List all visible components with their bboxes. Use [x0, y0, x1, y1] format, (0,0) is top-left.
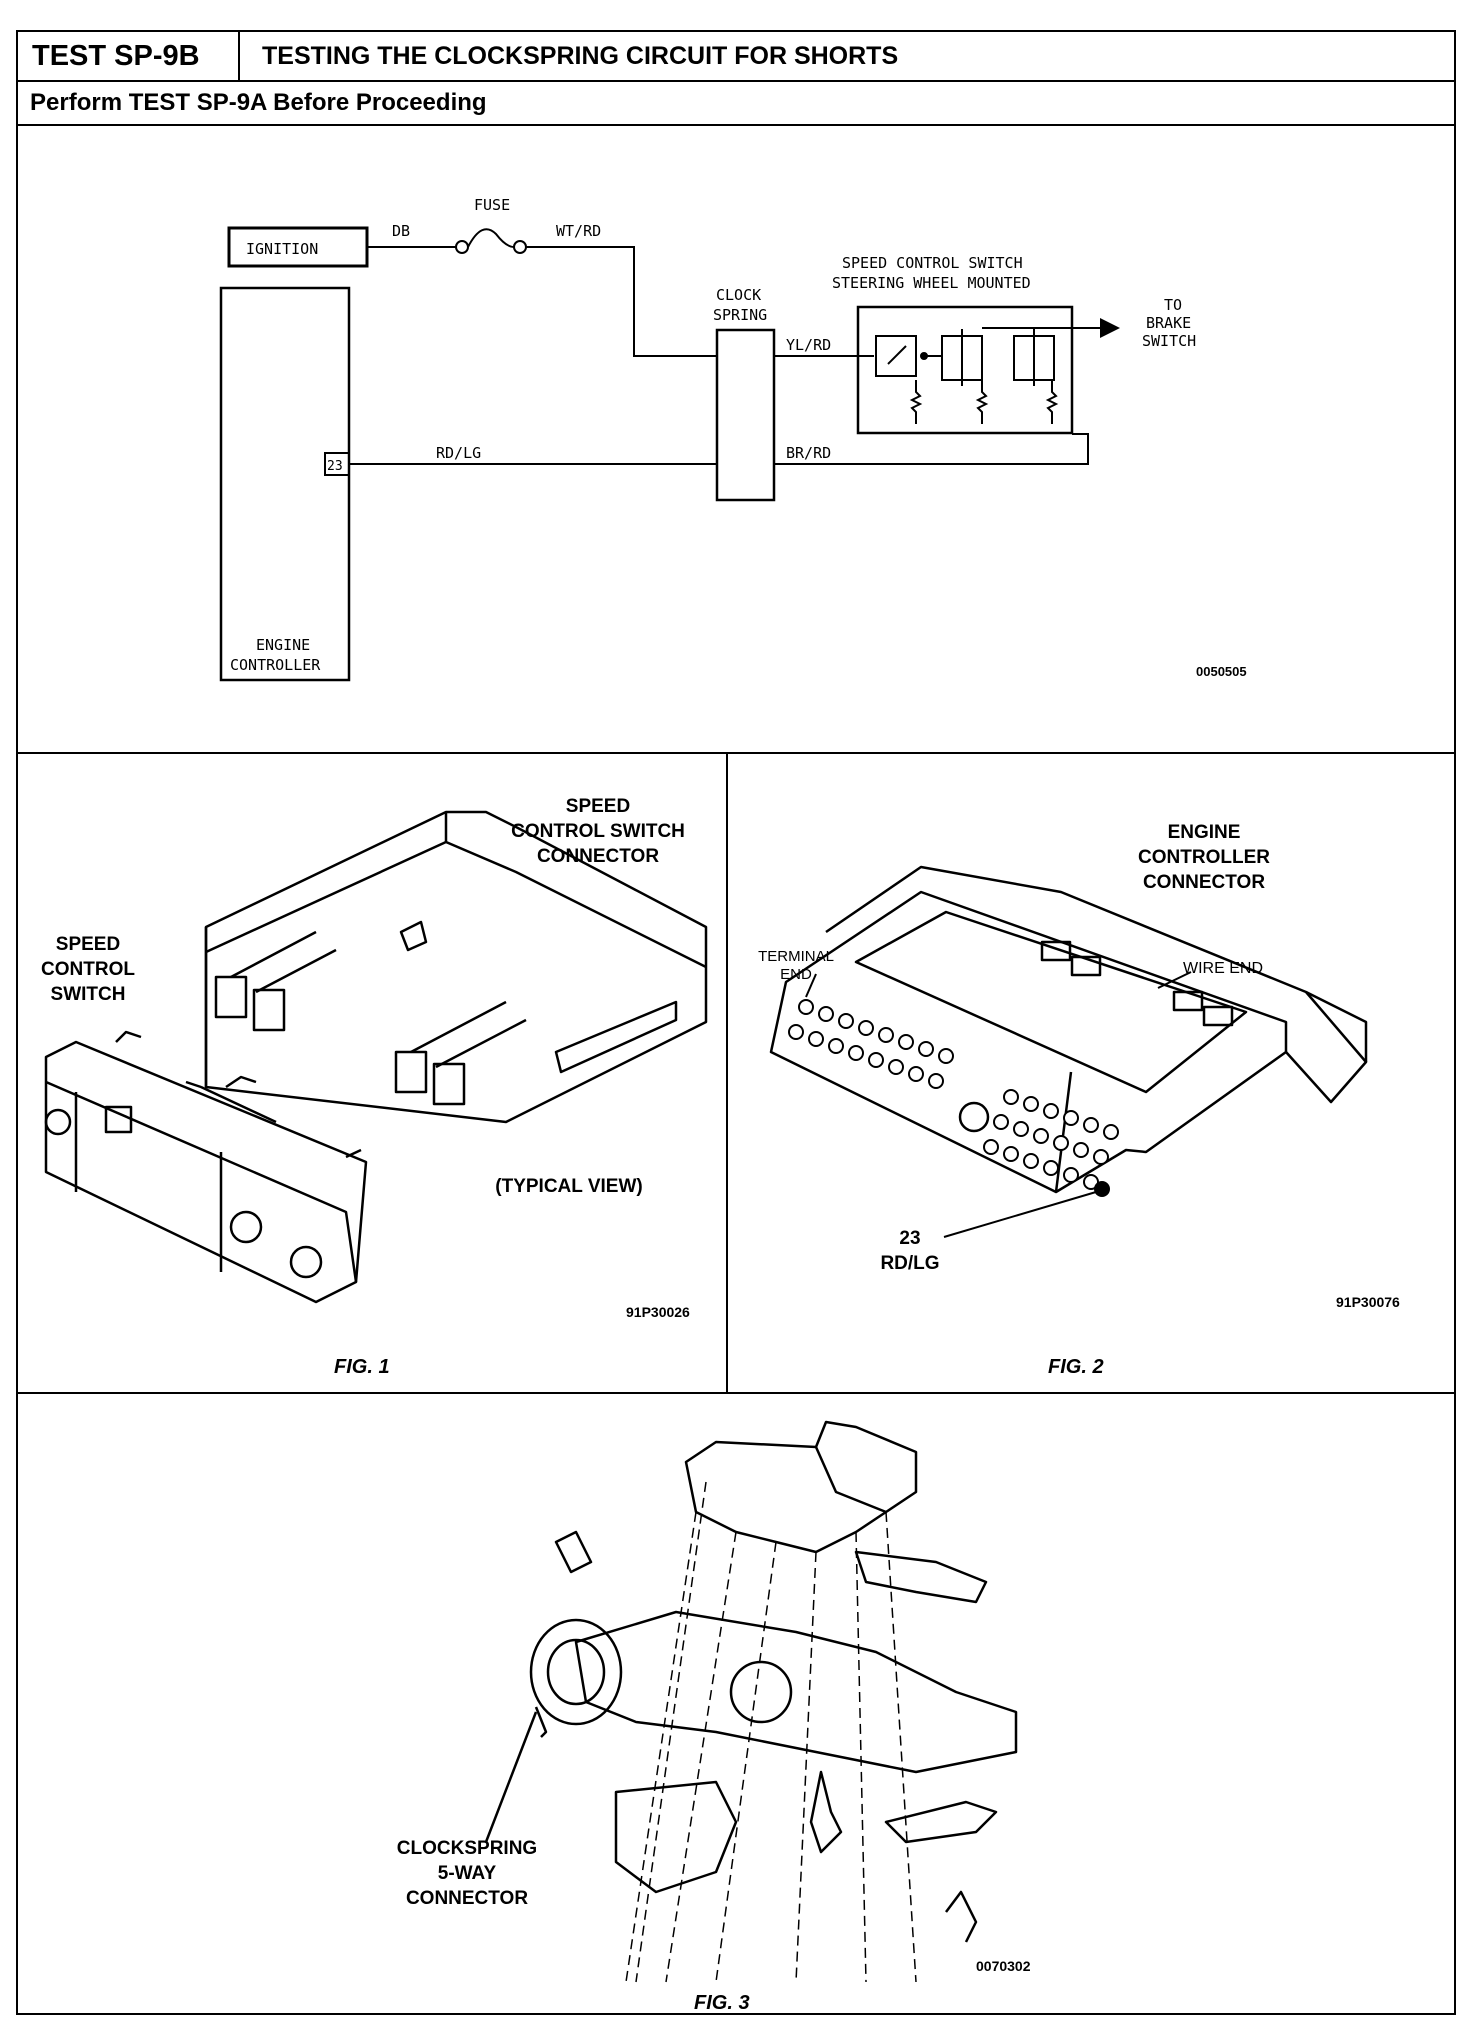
fig2-wire-end-label: WIRE END: [1183, 960, 1263, 977]
fuse-label: FUSE: [474, 196, 510, 214]
header-bar: [16, 30, 1456, 82]
fig2-terminal-label: TERMINAL END: [758, 948, 834, 983]
fig1-connector-label: SPEED CONTROL SWITCH CONNECTOR: [511, 796, 685, 867]
fig3-caption: FIG. 3: [694, 1992, 750, 2014]
ecm-connector-shell: [769, 890, 1288, 1194]
ecm-connector-face: [854, 910, 1248, 1094]
switch-label-1: SPEED CONTROL SWITCH: [842, 254, 1023, 272]
connector-cavity-1: [214, 975, 248, 1019]
switch-button-label: [104, 1105, 133, 1134]
wire-wtrd-label: WT/RD: [556, 222, 601, 240]
test-subtitle: Perform TEST SP-9A Before Proceeding: [30, 89, 487, 116]
steering-column: [574, 1610, 1018, 1774]
test-id: TEST SP-9B: [18, 32, 240, 80]
connector-housing: [204, 810, 708, 1124]
fig1-caption: FIG. 1: [334, 1356, 390, 1378]
fig2-pin-label: 23 RD/LG: [880, 1228, 940, 1274]
resistor-1: [909, 380, 923, 424]
ecm-label-2: CONTROLLER: [230, 656, 321, 674]
resistor-3: [1045, 380, 1059, 424]
pin-23-box: [324, 452, 350, 476]
fig2-connector-label: ENGINE CONTROLLER CONNECTOR: [1138, 822, 1270, 893]
fuse-icon: [467, 228, 515, 248]
ecm-label-1: ENGINE: [256, 636, 310, 654]
resistor-2: [975, 380, 989, 424]
ignition-lock: [729, 1660, 793, 1724]
fig1-drawing: [44, 810, 708, 1304]
fig3-connector-label: CLOCKSPRING 5-WAY CONNECTOR: [396, 1838, 538, 1909]
connector-cavity-4: [432, 1062, 466, 1106]
fig3-code: 0070302: [976, 1958, 1031, 1974]
brake-label-2: BRAKE: [1146, 314, 1191, 332]
wire-db-label: DB: [392, 222, 410, 240]
connector-cavity-3: [394, 1050, 428, 1094]
fig2-drawing: [769, 865, 1368, 1238]
connector-latch: [399, 920, 428, 952]
test-title: TESTING THE CLOCKSPRING CIRCUIT FOR SHOR…: [262, 42, 899, 70]
fig2-caption: FIG. 2: [1048, 1356, 1104, 1378]
ecm-tab-2: [1070, 955, 1102, 977]
ecm-tab-4: [1202, 1005, 1234, 1027]
clockspring-label-2: SPRING: [713, 306, 767, 324]
wire-rdlg-label: RD/LG: [436, 444, 481, 462]
switch-button-set: [229, 1210, 263, 1244]
clockspring-box: [715, 328, 776, 502]
switch-label-2: STEERING WHEEL MOUNTED: [832, 274, 1031, 292]
switch-button-on-off: [44, 1108, 72, 1136]
fuse-left-terminal: [455, 240, 469, 254]
ecm-tab-3: [1172, 990, 1204, 1012]
ecm-center-hole: [958, 1101, 990, 1133]
fig2-code: 91P30076: [1336, 1294, 1400, 1310]
fig3-panel: [16, 1392, 1456, 2015]
wire-ylrd-label: YL/RD: [786, 336, 831, 354]
switch-button-resume: [289, 1245, 323, 1279]
fuse-right-terminal: [513, 240, 527, 254]
ignition-label: IGNITION: [246, 240, 318, 258]
brake-label-3: SWITCH: [1142, 332, 1196, 350]
pin-23-highlight: [1094, 1181, 1110, 1197]
fig1-code: 91P30026: [626, 1304, 690, 1320]
connector-cavity-2: [252, 988, 286, 1032]
wiring-schematic: IGNITION DB FUSE WT/RD CLOCK SPRING YL/R…: [219, 196, 1247, 682]
pin-23-label: 23: [327, 459, 343, 474]
fig3-drawing: [484, 1420, 1018, 1983]
upper-column-shroud: [684, 1420, 918, 1554]
lower-column-shroud: [614, 1780, 738, 1894]
clockspring-connector-icon: [534, 1706, 548, 1738]
schematic-code: 0050505: [1196, 664, 1247, 679]
speed-switch-assembly: [856, 305, 1074, 435]
clockspring-housing: [529, 1618, 623, 1726]
clockspring-label-1: CLOCK: [716, 286, 761, 304]
clockspring-connector-leader: [484, 1711, 538, 1843]
brake-label-1: TO: [1164, 296, 1182, 314]
fig1-switch-label: SPEED CONTROL SWITCH: [41, 934, 135, 1005]
off-on-switch-icon: [875, 335, 917, 377]
engine-controller-box: [219, 286, 351, 682]
wire-brrd-label: BR/RD: [786, 444, 831, 462]
ecm-terminal-pins: [788, 999, 1119, 1190]
pin-23-leader: [943, 1191, 1097, 1238]
fig1-view-label: (TYPICAL VIEW): [495, 1176, 643, 1197]
ecm-tab-1: [1040, 940, 1072, 962]
